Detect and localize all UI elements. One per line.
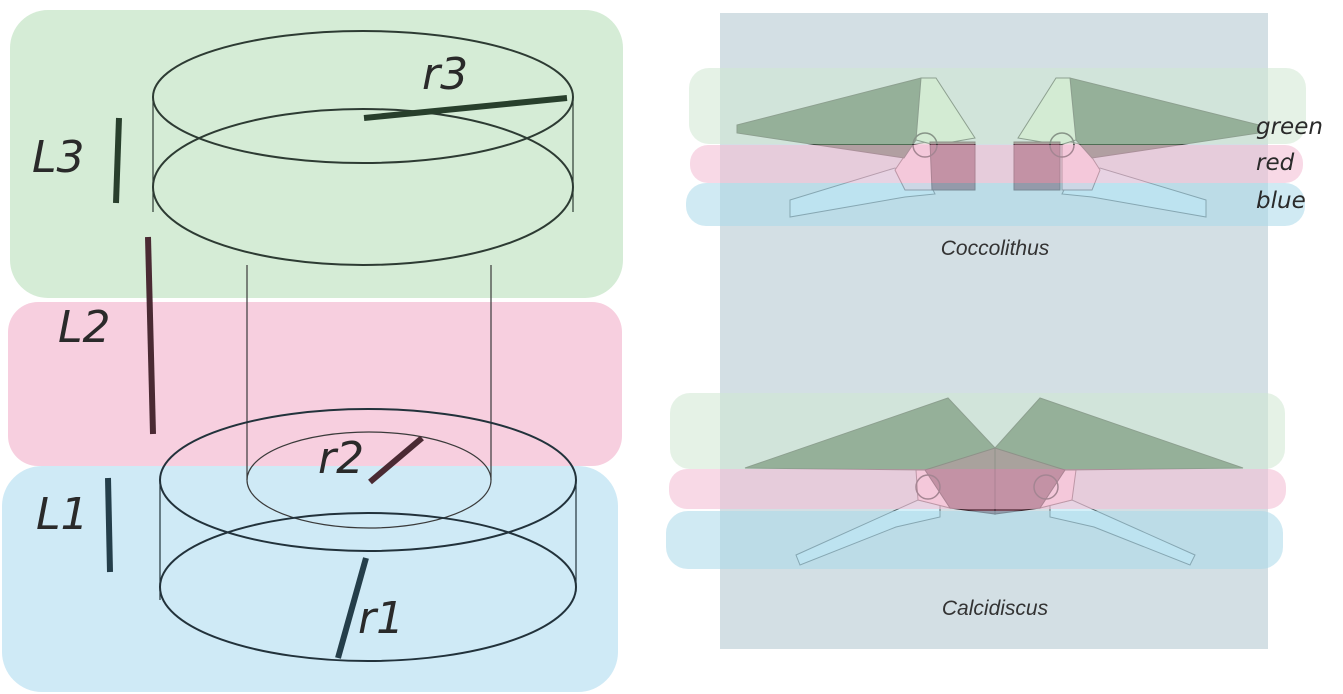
calcidiscus-section: Calcidiscus xyxy=(666,393,1286,620)
calcidiscus-caption: Calcidiscus xyxy=(942,597,1049,620)
calcidiscus-red-band xyxy=(669,469,1286,509)
upper-cylinder xyxy=(152,30,574,266)
L3-bar xyxy=(113,117,122,204)
L2-bar xyxy=(145,236,156,435)
L1-bar xyxy=(105,477,113,573)
coccolithus-blue-band xyxy=(686,183,1305,226)
calcidiscus-blue-band xyxy=(666,511,1283,569)
red-band xyxy=(8,302,622,466)
middle-tube xyxy=(246,265,492,529)
L2-label: L2 xyxy=(58,302,111,353)
coccolithus-green-band xyxy=(689,68,1306,144)
legend-green: green xyxy=(1256,114,1323,140)
blue-band xyxy=(2,466,618,692)
L1-label: L1 xyxy=(36,489,89,540)
lower-cylinder xyxy=(159,408,577,662)
coccolithus-red-band xyxy=(690,145,1303,183)
calcidiscus-green-band xyxy=(670,393,1285,469)
r2-label: r2 xyxy=(318,433,364,484)
r1-bar xyxy=(335,557,369,659)
coccolithus-section: Coccolithus xyxy=(686,68,1306,260)
legend-blue: blue xyxy=(1256,188,1306,214)
cylinder-model-panel: r3 r2 r1 L3 L2 L1 xyxy=(2,10,623,692)
band-legend: green red blue xyxy=(1256,114,1323,214)
r3-label: r3 xyxy=(422,49,468,100)
L3-label: L3 xyxy=(32,132,85,183)
green-band xyxy=(10,10,623,298)
coccolithus-caption: Coccolithus xyxy=(941,237,1050,260)
legend-red: red xyxy=(1256,150,1295,176)
r2-bar xyxy=(368,435,424,485)
coccolith-sections-panel: Coccolithus xyxy=(666,13,1323,649)
r3-bar xyxy=(363,95,568,121)
r1-label: r1 xyxy=(358,593,404,644)
